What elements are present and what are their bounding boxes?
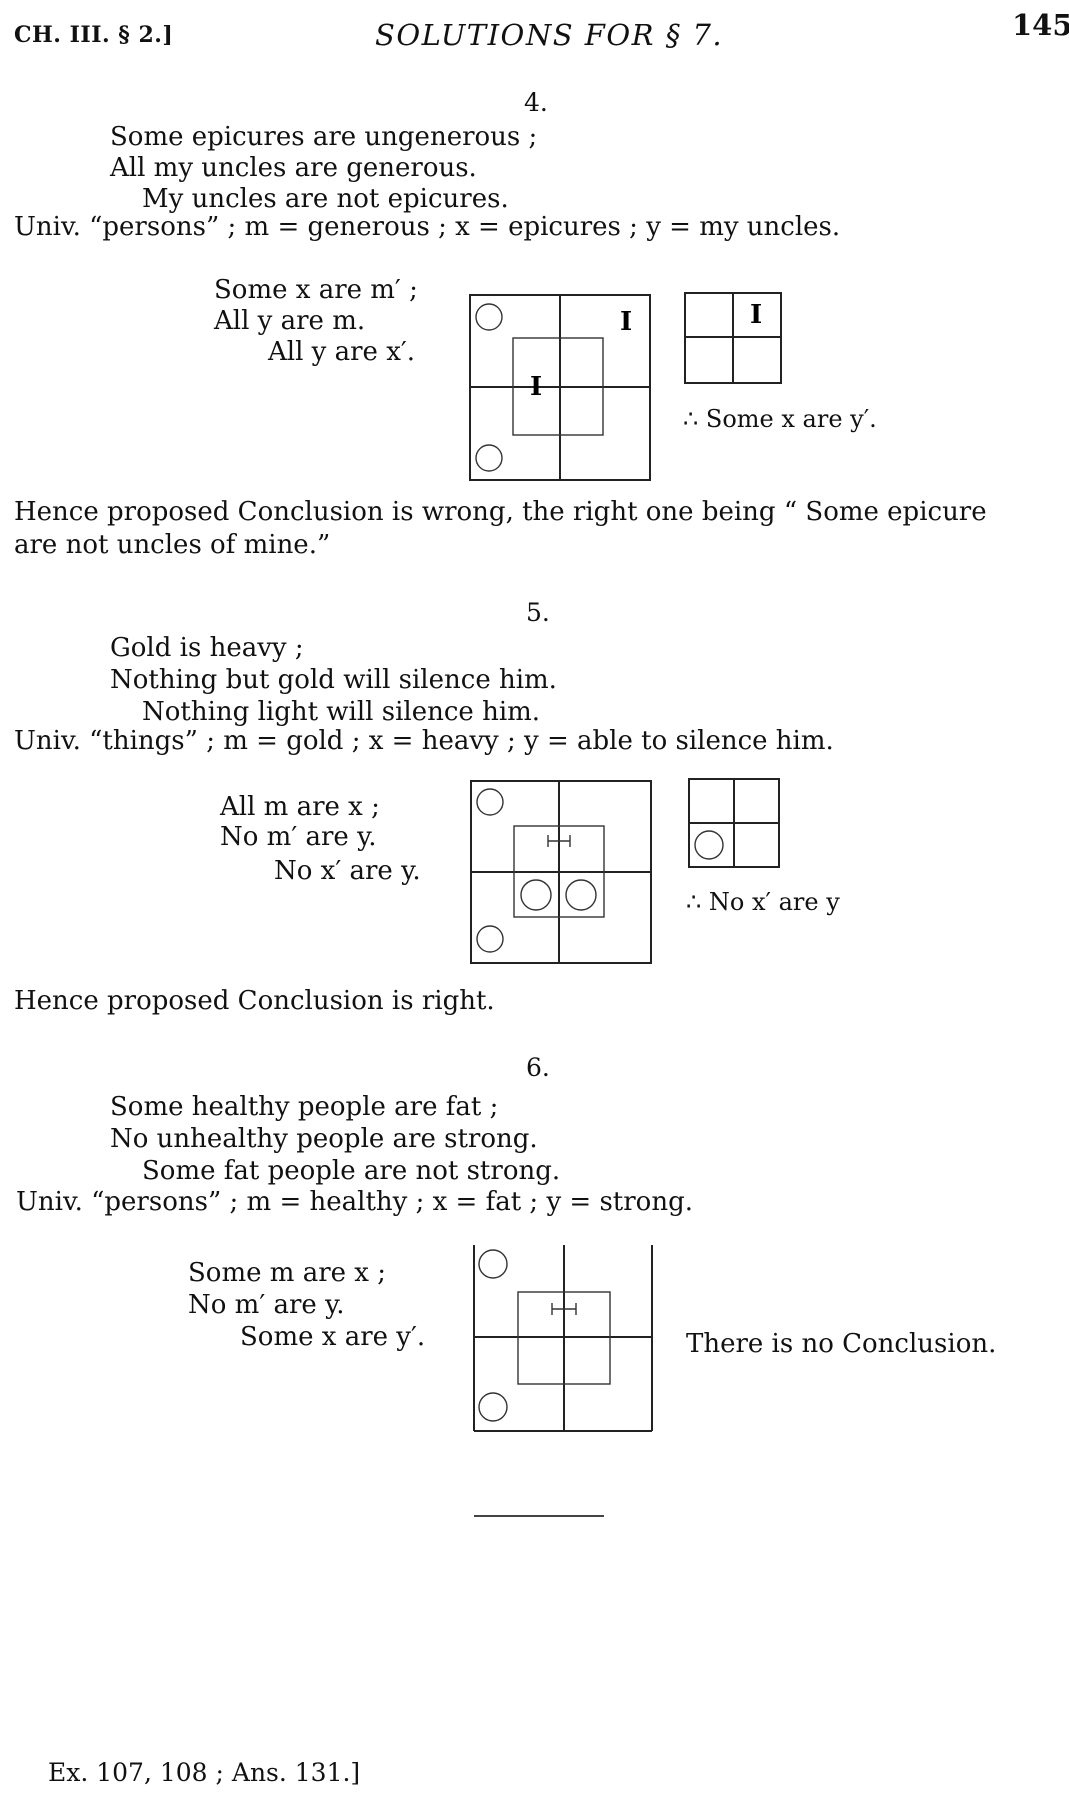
running-head-chapter: CH. III. § 2.] [14, 22, 174, 48]
premise-1: Some epicures are ungenerous ; [110, 122, 538, 152]
premise-1: Gold is heavy ; [110, 633, 304, 663]
mark-I: I [620, 307, 632, 337]
mark-I: I [530, 372, 542, 402]
diagram-result: There is no Conclusion. [686, 1329, 997, 1359]
biliteral-triliteral-diagram: I I [465, 290, 655, 485]
symbolic-premise-1: All m are x ; [220, 792, 380, 822]
symbolic-premise-2: All y are m. [214, 306, 366, 336]
premise-1: Some healthy people are fat ; [110, 1092, 499, 1122]
problem-number: 4. [524, 88, 548, 117]
biliteral-diagram [686, 776, 782, 870]
symbolic-premise-2: No m′ are y. [220, 822, 377, 852]
page-number: 145 [1012, 8, 1069, 42]
mark-I: I [750, 300, 762, 330]
premise-2: All my uncles are generous. [110, 153, 477, 183]
universe-line: Univ. “persons” ; m = healthy ; x = fat … [16, 1187, 693, 1217]
proposed-conclusion: Nothing light will silence him. [142, 697, 541, 727]
remark-line-1: Hence proposed Conclusion is right. [14, 986, 495, 1016]
symbolic-premise-1: Some x are m′ ; [214, 275, 418, 305]
running-head-title: SOLUTIONS FOR § 7. [375, 18, 724, 52]
universe-line: Univ. “things” ; m = gold ; x = heavy ; … [14, 726, 834, 756]
symbolic-conclusion: All y are x′. [268, 337, 416, 367]
remark-line-2: are not uncles of mine.” [14, 530, 331, 560]
remark-line-1: Hence proposed Conclusion is wrong, the … [14, 497, 987, 527]
premise-2: Nothing but gold will silence him. [110, 665, 557, 695]
biliteral-diagram: I [682, 290, 786, 386]
biliteral-triliteral-diagram [466, 1240, 658, 1436]
proposed-conclusion: My uncles are not epicures. [142, 184, 509, 214]
section-rule [474, 1515, 604, 1517]
symbolic-premise-2: No m′ are y. [188, 1290, 345, 1320]
biliteral-triliteral-diagram [466, 776, 656, 968]
proposed-conclusion: Some fat people are not strong. [142, 1156, 561, 1186]
problem-number: 6. [526, 1053, 550, 1082]
diagram-result: ∴ No x′ are y [686, 888, 840, 916]
universe-line: Univ. “persons” ; m = generous ; x = epi… [14, 212, 841, 242]
symbolic-premise-1: Some m are x ; [188, 1258, 386, 1288]
footer-reference: Ex. 107, 108 ; Ans. 131.] [48, 1758, 361, 1787]
diagram-result: ∴ Some x are y′. [683, 405, 877, 433]
symbolic-conclusion: Some x are y′. [240, 1322, 426, 1352]
premise-2: No unhealthy people are strong. [110, 1124, 538, 1154]
problem-number: 5. [526, 598, 550, 627]
symbolic-conclusion: No x′ are y. [274, 856, 421, 886]
